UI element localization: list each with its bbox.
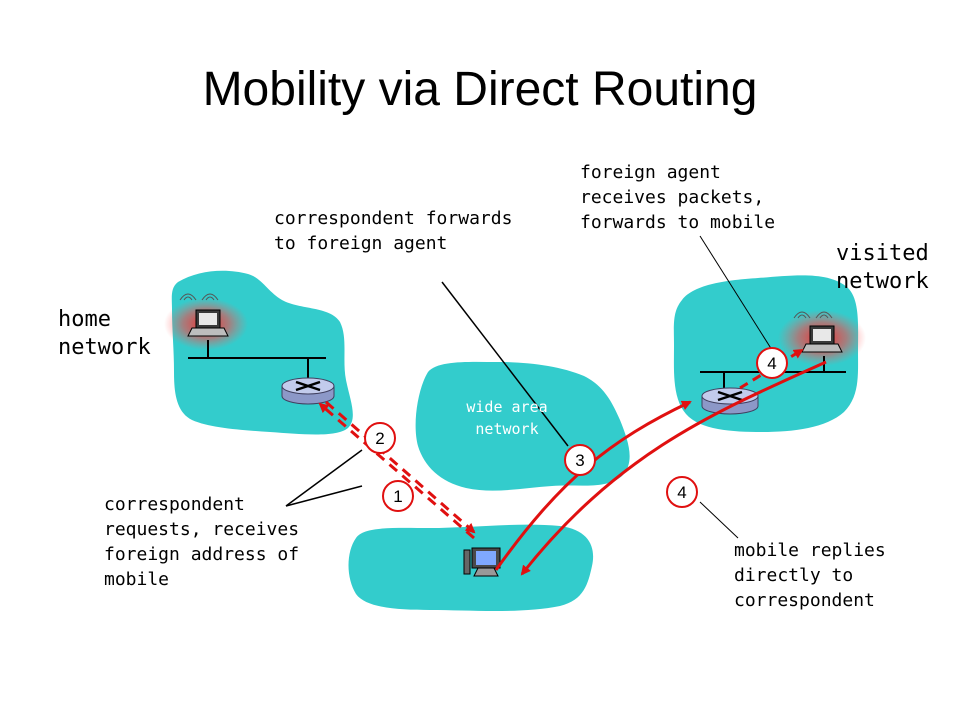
correspondent-network-blob [348, 524, 594, 611]
correspondent-computer-icon [463, 547, 501, 577]
step-badge-1 [382, 480, 414, 512]
step-badge-4-reply [666, 476, 698, 508]
step-number-3: 3 [575, 451, 584, 470]
step-number-2: 2 [375, 429, 384, 448]
step-badge-2 [364, 422, 396, 454]
step-number-4-visited: 4 [767, 354, 776, 373]
correspondent-forwards-label: correspondent forwards to foreign agent [274, 208, 513, 254]
visited-network-label: visited network [836, 241, 929, 294]
arrow-step-2 [318, 402, 475, 540]
wan-label: wide area network [466, 398, 548, 438]
correspondent-requests-label: correspondent requests, receives foreign… [104, 494, 300, 590]
home-router-icon [281, 377, 335, 405]
foreign-agent-label: foreign agent receives packets, forwards… [580, 162, 776, 233]
mobile-replies-label: mobile replies directly to correspondent [734, 540, 886, 611]
visited-router-icon [701, 387, 759, 415]
step-number-1: 1 [393, 487, 402, 506]
leader-foreign-agent [699, 235, 773, 351]
leader-correspondent-forwards [441, 281, 569, 447]
page-title: Mobility via Direct Routing [202, 63, 758, 116]
visited-laptop-icon [793, 311, 843, 353]
home-network-label: home network [58, 307, 151, 360]
leader-requests-b [285, 485, 363, 507]
step-badge-4-visited [756, 347, 788, 379]
arrow-mobile-reply [520, 360, 827, 576]
step-badge-3 [564, 444, 596, 476]
home-laptop-icon [179, 293, 229, 337]
step-number-4-reply: 4 [677, 483, 686, 502]
leader-mobile-replies [699, 501, 739, 539]
home-lan [188, 340, 326, 380]
leader-requests-a [285, 449, 363, 507]
